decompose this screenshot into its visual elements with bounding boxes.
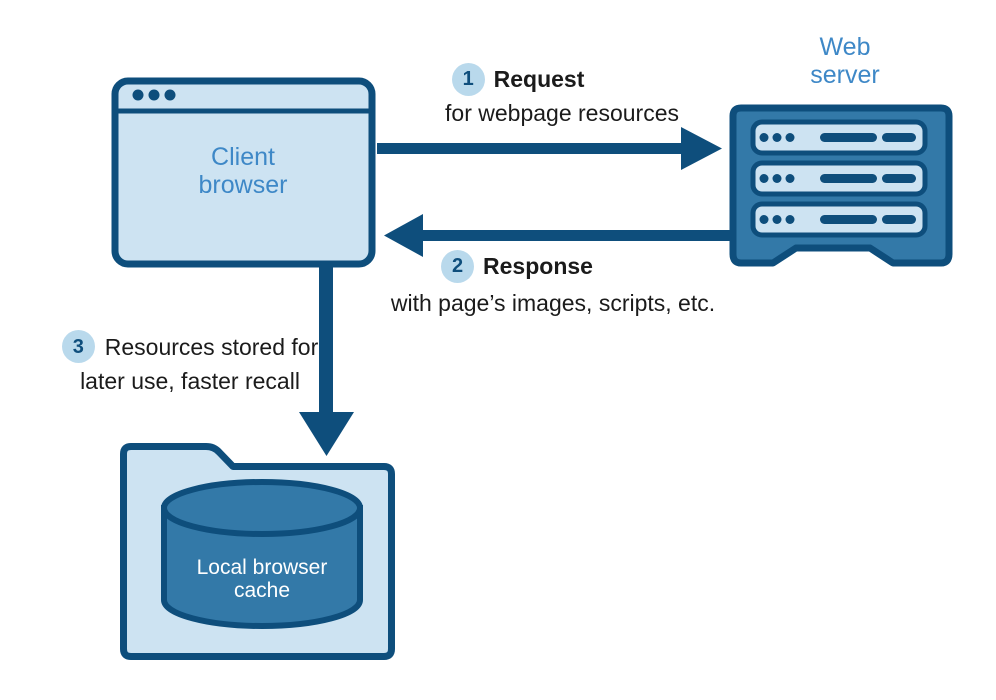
step-3-description: Resources stored for later use, faster r… bbox=[80, 334, 319, 395]
step-1-title: Request bbox=[493, 66, 585, 92]
store-arrow-down-icon bbox=[299, 263, 354, 456]
step-2-badge: 2 bbox=[441, 250, 475, 283]
step-1-badge: 1 bbox=[451, 63, 485, 96]
local-cache-label: Local browser cache bbox=[196, 556, 328, 602]
step-2-title: Response bbox=[483, 253, 593, 279]
step-3-badge: 3 bbox=[61, 330, 95, 364]
database-cylinder-icon bbox=[161, 479, 363, 629]
step-2-description: with page’s images, scripts, etc. bbox=[390, 290, 716, 316]
step-1-heading: 1 Request bbox=[380, 63, 656, 96]
server-rack-icon bbox=[729, 104, 953, 267]
response-arrow-left-icon bbox=[384, 214, 733, 257]
step-2-heading: 2 Response bbox=[379, 250, 655, 283]
browser-window-icon bbox=[111, 77, 376, 268]
step-1-description: for webpage resources bbox=[445, 100, 679, 126]
request-arrow-right-icon bbox=[377, 127, 722, 170]
client-browser-label: Client browser bbox=[198, 143, 288, 199]
web-server-label: Web server bbox=[810, 33, 880, 89]
